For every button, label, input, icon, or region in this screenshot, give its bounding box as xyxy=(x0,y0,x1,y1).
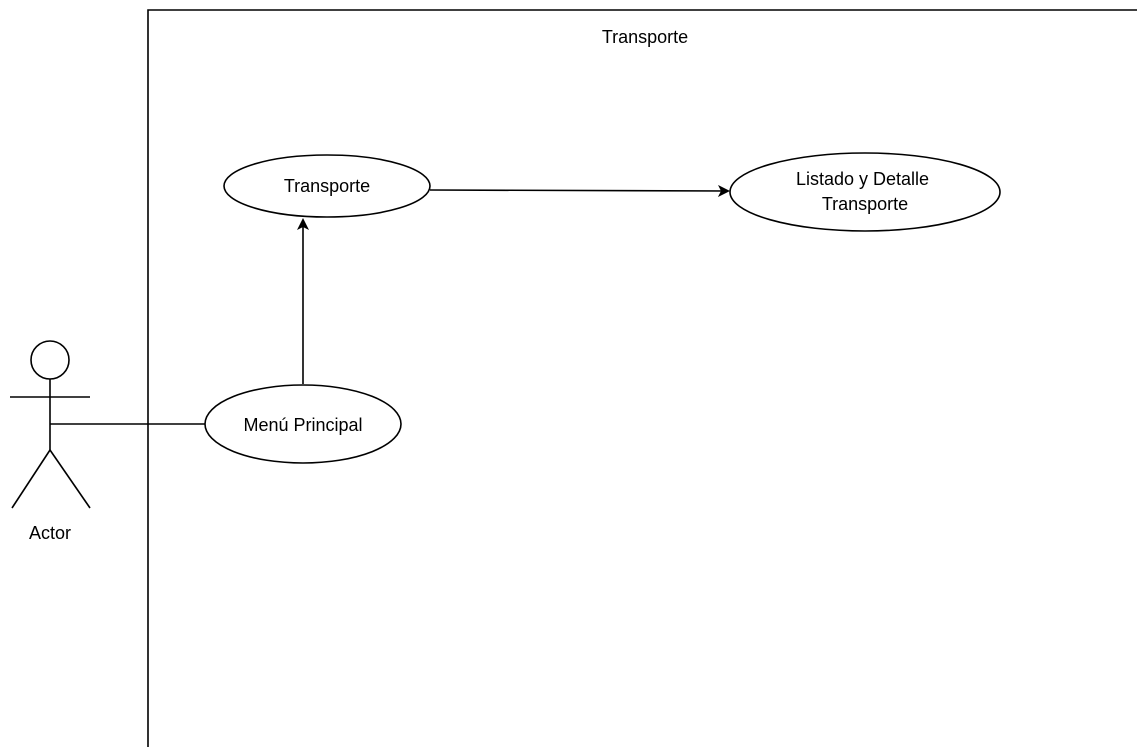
actor-head xyxy=(30,340,70,380)
use-case-listado-detalle-transporte[interactable]: Listado y Detalle Transporte xyxy=(729,152,1001,232)
actor-label: Actor xyxy=(29,523,71,543)
use-case-transporte-label: Transporte xyxy=(284,176,370,196)
connector-transporte-to-listado xyxy=(429,184,730,197)
use-case-menu-principal-shape xyxy=(204,384,402,464)
actor-right-leg xyxy=(49,449,91,509)
use-case-listado-shape xyxy=(729,152,1001,232)
use-case-listado-label-line1: Listado y Detalle xyxy=(796,169,929,189)
actor[interactable]: Actor xyxy=(10,340,91,543)
use-case-menu-principal-label: Menú Principal xyxy=(243,415,362,435)
use-case-listado-label-line2: Transporte xyxy=(822,194,908,214)
use-case-transporte[interactable]: Transporte xyxy=(223,154,431,218)
use-case-transporte-shape xyxy=(223,154,431,218)
use-case-menu-principal[interactable]: Menú Principal xyxy=(204,384,402,464)
system-boundary-title: Transporte xyxy=(602,27,688,47)
actor-left-leg xyxy=(11,449,51,509)
use-case-listado-label: Listado y Detalle Transporte xyxy=(796,169,934,214)
system-boundary[interactable]: Transporte xyxy=(147,9,1137,747)
